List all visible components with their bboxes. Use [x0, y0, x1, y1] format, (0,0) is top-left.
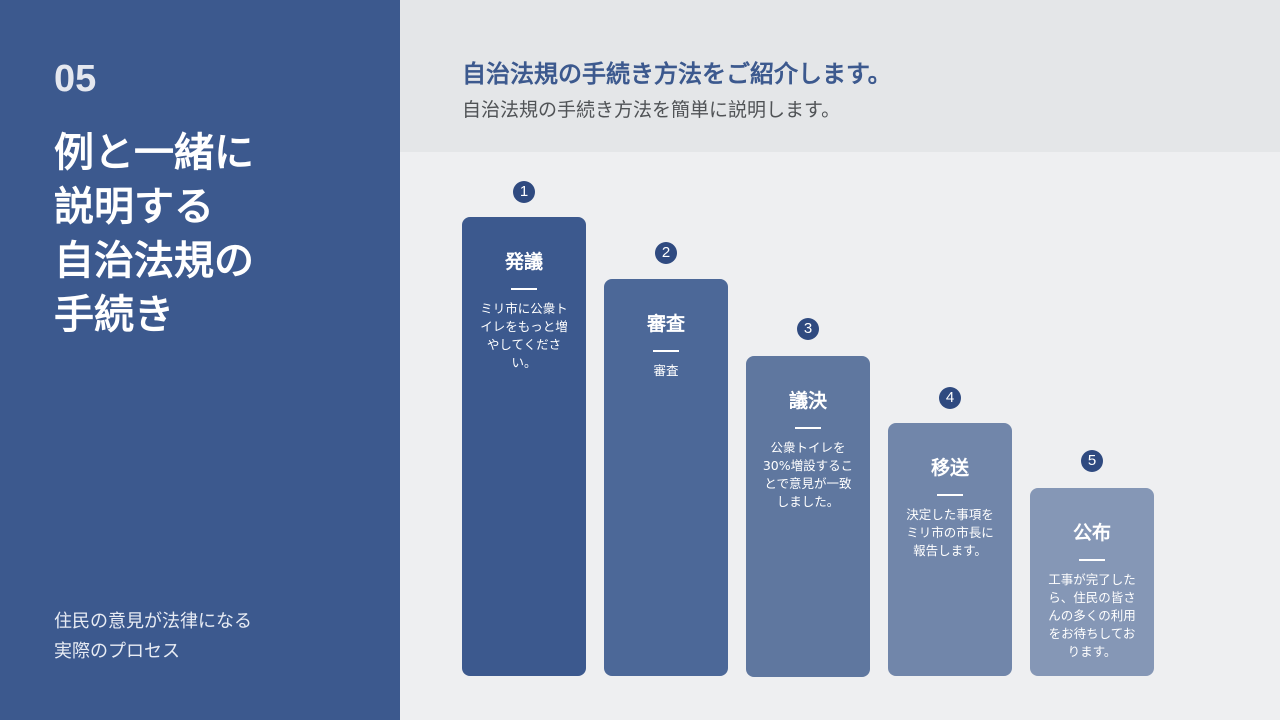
step-description: 審査	[653, 363, 679, 378]
section-number: 05	[54, 58, 97, 100]
step-number-badge: 1	[513, 181, 535, 203]
divider	[653, 350, 679, 352]
step-card-2: 審査 審査	[604, 279, 728, 676]
page-subtitle: 自治法規の手続き方法を簡単に説明します。	[462, 99, 841, 121]
step-title: 議決	[788, 390, 827, 412]
divider	[795, 427, 821, 429]
step-card-3: 議決 公衆トイレを30%増設することで意見が一致しました。	[746, 356, 870, 677]
step-description: 公衆トイレを30%増設することで意見が一致しました。	[762, 440, 854, 509]
section-subtitle: 住民の意見が法律になる 実際のプロセス	[54, 607, 252, 667]
section-title: 例と一緒に 説明する 自治法規の 手続き	[54, 126, 384, 342]
section-title-line: 例と一緒に	[54, 130, 254, 176]
step-card-4: 移送 決定した事項をミリ市の市長に報告します。	[888, 423, 1012, 676]
divider	[937, 494, 963, 496]
step-card-1: 発議 ミリ市に公衆トイレをもっと増やしてください。	[462, 217, 586, 676]
step-title: 審査	[646, 313, 685, 335]
step-description: ミリ市に公衆トイレをもっと増やしてください。	[480, 301, 568, 370]
section-subtitle-line: 実際のプロセス	[54, 641, 180, 662]
page-title: 自治法規の手続き方法をご紹介します。	[462, 60, 892, 88]
divider	[511, 288, 537, 290]
divider	[1079, 559, 1105, 561]
step-number-badge: 4	[939, 387, 961, 409]
step-card-5: 公布 工事が完了したら、住民の皆さんの多くの利用をお待ちしております。	[1030, 488, 1154, 676]
step-title: 発議	[504, 251, 543, 273]
header-band	[400, 0, 1280, 152]
section-title-line: 自治法規の	[54, 238, 254, 284]
step-number-badge: 3	[797, 318, 819, 340]
step-description: 決定した事項をミリ市の市長に報告します。	[906, 507, 994, 558]
step-number-badge: 5	[1081, 450, 1103, 472]
sidebar-panel: 05 例と一緒に 説明する 自治法規の 手続き 住民の意見が法律になる 実際のプ…	[0, 0, 400, 720]
section-title-line: 手続き	[54, 292, 174, 338]
step-title: 移送	[930, 457, 969, 479]
section-subtitle-line: 住民の意見が法律になる	[54, 611, 252, 632]
step-number-badge: 2	[655, 242, 677, 264]
step-title: 公布	[1072, 522, 1111, 544]
step-description: 工事が完了したら、住民の皆さんの多くの利用をお待ちしております。	[1048, 572, 1136, 659]
section-title-line: 説明する	[54, 184, 214, 230]
